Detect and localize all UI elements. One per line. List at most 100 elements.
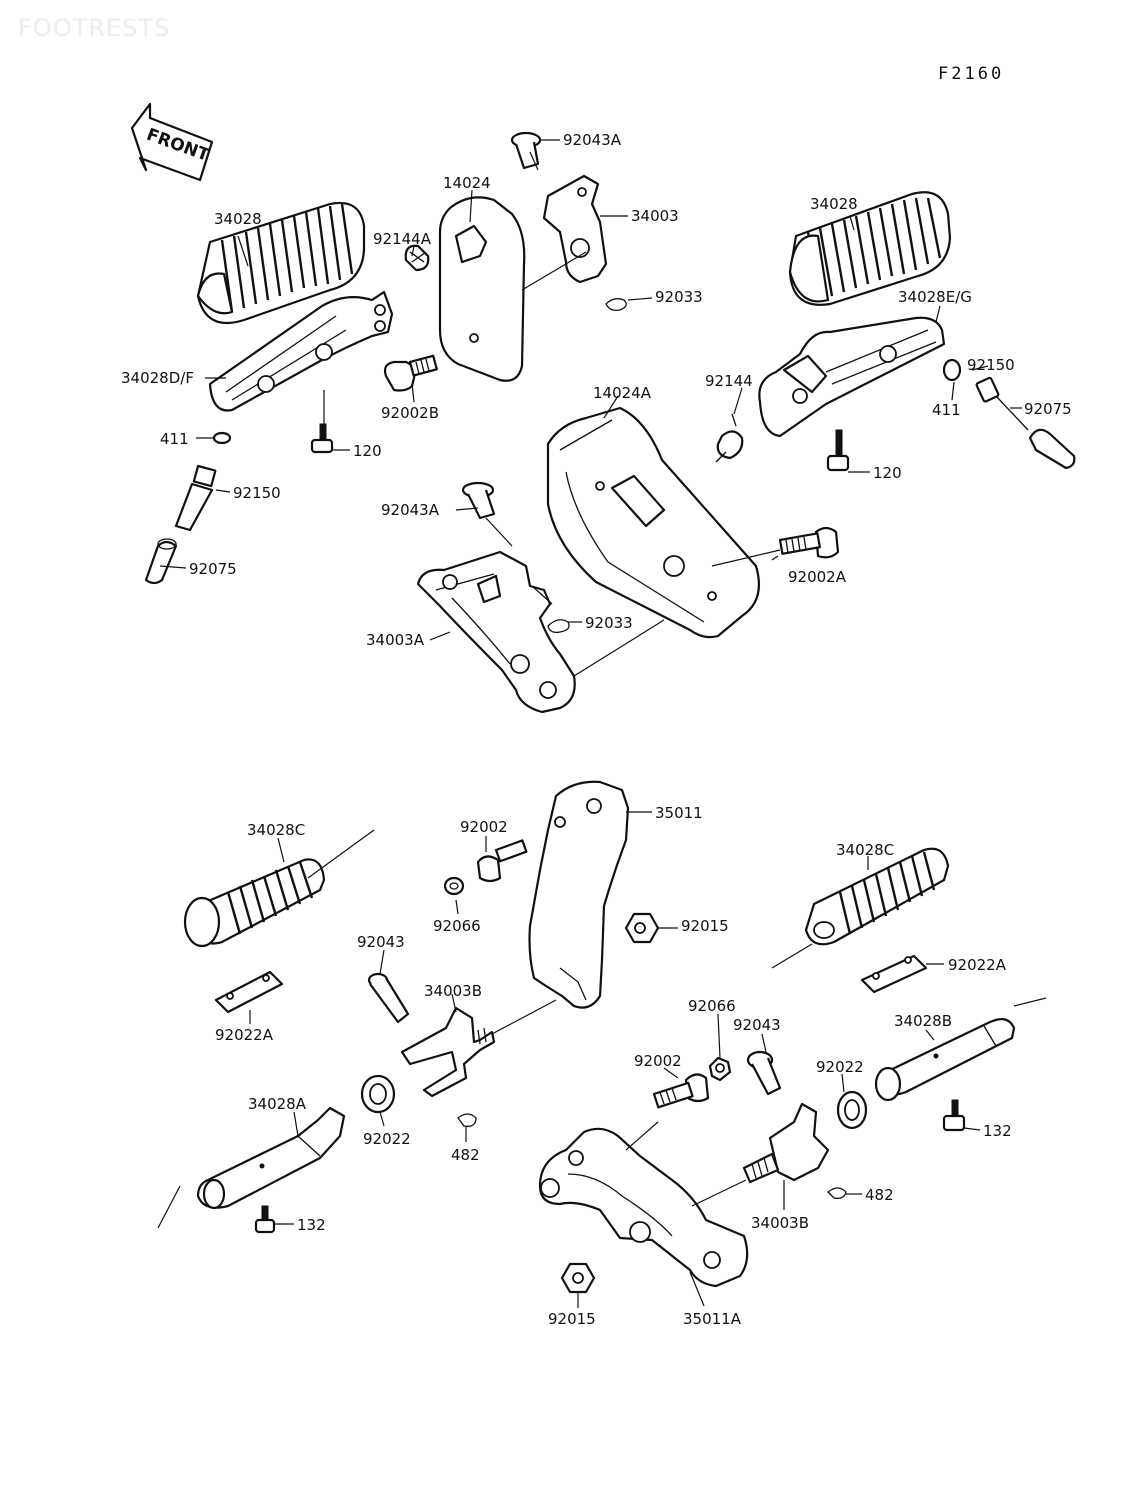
callout-92033-top: 92033 (655, 288, 703, 306)
callout-35011: 35011 (655, 804, 703, 822)
callout-92075-right: 92075 (1024, 400, 1072, 418)
footpeg-grip-right (804, 847, 950, 946)
footpeg-34028A (196, 1106, 346, 1210)
washer-92022-left (360, 1074, 396, 1114)
callout-34003: 34003 (631, 207, 679, 225)
bolt-92002A (778, 526, 840, 559)
pin-92043-left (367, 972, 410, 1024)
callout-92066-mid: 92066 (688, 997, 736, 1015)
section-watermark: FOOTRESTS (18, 14, 171, 42)
callout-92015-right: 92015 (681, 917, 729, 935)
footpeg-bracket-34003B-top (400, 1006, 496, 1098)
pin-92043-right (746, 1050, 782, 1096)
figure-code: F2160 (938, 64, 1005, 84)
callout-92043A-top: 92043A (563, 131, 621, 149)
callout-92002-top: 92002 (460, 818, 508, 836)
pin-92043A-top (510, 131, 542, 170)
nut-92015-right (624, 912, 660, 944)
callout-92022-right: 92022 (816, 1058, 864, 1076)
callout-92150-left: 92150 (233, 484, 281, 502)
footpeg-bracket-left (208, 290, 394, 412)
callout-482-left: 482 (451, 1146, 480, 1164)
callout-120-left: 120 (353, 442, 382, 460)
callout-92015-bottom: 92015 (548, 1310, 596, 1328)
hanger-35011 (528, 780, 630, 1009)
callout-92075-left: 92075 (189, 560, 237, 578)
pin-92150-left (174, 464, 217, 532)
callout-92150-right: 92150 (967, 356, 1015, 374)
plate-92022A-left (214, 970, 284, 1014)
washer-92066-mid (708, 1056, 732, 1082)
cap-92075-right (1028, 428, 1076, 470)
callout-34028DF: 34028D/F (121, 369, 194, 387)
cotter-pin-92033-top (605, 298, 627, 312)
callout-34028-right: 34028 (810, 195, 858, 213)
washer-92066-top (443, 876, 465, 896)
callout-92022A-left: 92022A (215, 1026, 273, 1044)
callout-34028C-left: 34028C (247, 821, 306, 839)
bolt-132-left (254, 1205, 276, 1234)
callout-92144: 92144 (705, 372, 753, 390)
footpeg-34028B (874, 1017, 1016, 1102)
washer-411-right (942, 358, 962, 382)
callout-34003B-bottom: 34003B (751, 1214, 810, 1232)
spring-92144 (715, 413, 744, 463)
callout-35011A: 35011A (683, 1310, 741, 1328)
nut-92015-bottom (560, 1262, 596, 1294)
callout-34003B-top: 34003B (424, 982, 483, 1000)
callout-92043-right: 92043 (733, 1016, 781, 1034)
footpeg-rubber-right (788, 191, 952, 306)
callout-34028B: 34028B (894, 1012, 953, 1030)
leader-lines (157, 139, 1047, 1308)
heel-guard-14024 (438, 196, 526, 382)
callout-92144A: 92144A (373, 230, 431, 248)
washer-92022-right (836, 1090, 868, 1130)
pin-92150-right (975, 376, 1029, 431)
callout-34003A: 34003A (366, 631, 424, 649)
pin-92043A-mid (461, 481, 496, 520)
callout-34028EG: 34028E/G (898, 288, 972, 306)
cotter-pin-92033-mid (547, 619, 570, 634)
footpeg-bracket-34003 (542, 174, 608, 284)
callout-34028-left: 34028 (214, 210, 262, 228)
callout-34028C-right: 34028C (836, 841, 895, 859)
footpeg-bracket-34003B-bottom (742, 1102, 830, 1184)
callout-34028A: 34028A (248, 1095, 306, 1113)
callout-92022A-right: 92022A (948, 956, 1006, 974)
cap-92075-left (144, 538, 178, 585)
bolt-120-left (310, 423, 334, 454)
footpeg-rubber-left (196, 201, 366, 325)
front-arrow-icon: FRONT (130, 102, 214, 182)
callout-14024A: 14024A (593, 384, 651, 402)
callout-92002A: 92002A (788, 568, 846, 586)
cotter-pin-482-right (827, 1187, 847, 1200)
callout-92033-mid: 92033 (585, 614, 633, 632)
bolt-92002-mid (652, 1073, 710, 1109)
hanger-35011A (538, 1127, 749, 1288)
footpeg-grip-left (183, 858, 326, 948)
callout-92002B: 92002B (381, 404, 440, 422)
washer-411-left (212, 431, 232, 445)
callout-411-left: 411 (160, 430, 189, 448)
bolt-120-right (826, 429, 850, 472)
callout-14024: 14024 (443, 174, 491, 192)
heel-guard-14024A (546, 406, 760, 639)
callout-92043-left: 92043 (357, 933, 405, 951)
callout-411-right: 411 (932, 401, 961, 419)
footpeg-bracket-right (758, 316, 946, 438)
callout-92022-left: 92022 (363, 1130, 411, 1148)
callout-92043A-mid: 92043A (381, 501, 439, 519)
footpeg-bracket-34003A (416, 550, 576, 714)
callout-92066-top: 92066 (433, 917, 481, 935)
bolt-92002B (383, 354, 438, 392)
callout-92002-mid: 92002 (634, 1052, 682, 1070)
callout-482-right: 482 (865, 1186, 894, 1204)
callout-120-right: 120 (873, 464, 902, 482)
bolt-132-right (942, 1099, 966, 1132)
callout-132-right: 132 (983, 1122, 1012, 1140)
callout-132-left: 132 (297, 1216, 326, 1234)
plate-92022A-right (860, 954, 928, 994)
spring-92144A (404, 244, 430, 272)
